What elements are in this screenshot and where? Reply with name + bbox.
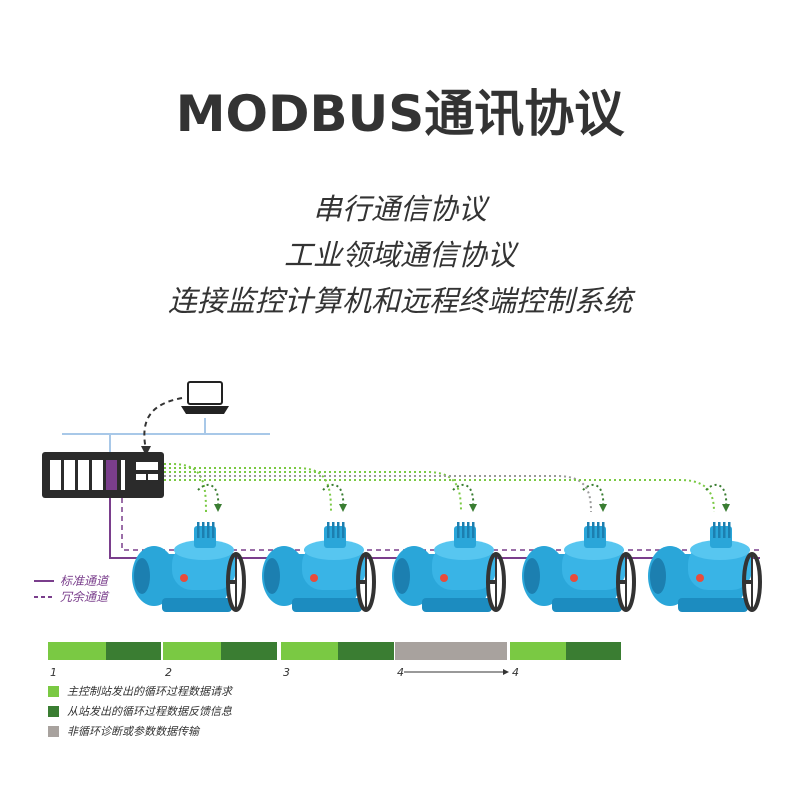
legend-label: 从站发出的循环过程数据反馈信息: [67, 705, 232, 718]
timeline-segment-request: [163, 642, 221, 660]
actuator-row: [130, 520, 762, 614]
feedback-arc: [705, 483, 728, 509]
timeline-segment-request: [281, 642, 338, 660]
timeline-arrow: [404, 669, 509, 675]
channel-legend: 标准通道 冗余通道: [34, 574, 110, 604]
timeline-number: 3: [283, 666, 290, 679]
timeline-number: 1: [50, 666, 57, 679]
timeline-segment-feedback: [106, 642, 161, 660]
laptop-icon: [181, 381, 229, 414]
subtitle-line: 工业领域通信协议: [283, 238, 516, 272]
arrowhead: [339, 504, 347, 512]
timeline-segment-feedback: [221, 642, 277, 660]
actuator-2: [260, 520, 376, 614]
timeline-number: 4: [397, 666, 404, 679]
legend-swatch: [48, 685, 59, 697]
feedback-arc: [452, 483, 475, 509]
polling-lines: [164, 463, 730, 513]
legend-request: 主控制站发出的循环过程数据请求: [48, 683, 232, 699]
redundant-channel-label: 冗余通道: [60, 590, 110, 604]
actuator-4: [520, 520, 636, 614]
subtitle-line: 连接监控计算机和远程终端控制系统: [167, 284, 632, 318]
arrowhead: [214, 504, 222, 512]
legend-label: 主控制站发出的循环过程数据请求: [67, 685, 232, 698]
timeline-number: 2: [165, 666, 172, 679]
laptop-link: [143, 397, 183, 451]
timeline-segment-request: [48, 642, 106, 660]
network-diagram: 标准通道 冗余通道 1 2 3 4 4: [34, 381, 762, 679]
feedback-arc: [582, 483, 605, 509]
poll-line: [164, 471, 462, 513]
timeline-bar: [48, 642, 621, 660]
timeline-number: 4: [512, 666, 519, 679]
timeline-labels: 1 2 3 4 4: [50, 666, 519, 679]
plc-rack: [42, 452, 164, 498]
poll-line: [164, 475, 592, 513]
subtitle-line: 串行通信协议: [312, 192, 487, 226]
legend-swatch: [48, 725, 59, 737]
legend-acyclic: 非循环诊断或参数数据传输: [48, 723, 199, 739]
timeline-segment-acyclic: [395, 642, 507, 660]
timeline-segment-feedback: [566, 642, 621, 660]
timeline-segment-request: [510, 642, 566, 660]
page-title: MODBUS通讯协议: [175, 85, 625, 143]
arrowhead: [469, 504, 477, 512]
legend-label: 非循环诊断或参数数据传输: [67, 725, 199, 738]
poll-line: [164, 479, 715, 513]
feedback-arc: [197, 483, 220, 509]
legend-feedback: 从站发出的循环过程数据反馈信息: [48, 703, 232, 719]
poll-line: [164, 463, 207, 513]
actuator-5: [646, 520, 762, 614]
arrowhead: [722, 504, 730, 512]
poll-line: [164, 467, 332, 513]
actuator-3: [390, 520, 506, 614]
timeline-segment-feedback: [338, 642, 394, 660]
arrowhead: [599, 504, 607, 512]
feedback-arc: [322, 483, 345, 509]
subtitle-block: 串行通信协议 工业领域通信协议 连接监控计算机和远程终端控制系统: [0, 186, 800, 324]
legend-swatch: [48, 705, 59, 717]
standard-channel-label: 标准通道: [60, 574, 110, 588]
actuator-1: [130, 520, 246, 614]
